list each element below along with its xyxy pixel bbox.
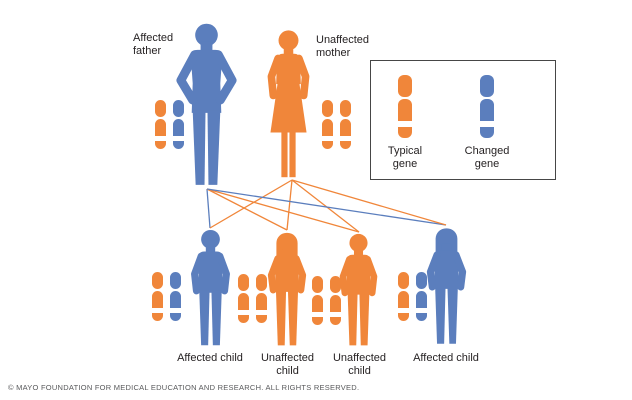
child-2-label: Unaffected child xyxy=(240,352,335,379)
legend-typical-label-line1: Typical xyxy=(387,145,423,157)
father-chromosome-changed-icon xyxy=(173,100,184,149)
mother-figure xyxy=(258,29,319,181)
mother-label-line1: Unaffected xyxy=(316,34,370,46)
child-2-label-line2: child xyxy=(276,365,299,378)
father-chromosome-pair xyxy=(155,100,184,149)
inheritance-line-mother-child-2 xyxy=(291,179,360,233)
legend-typical-label-line2: gene xyxy=(392,158,418,171)
child-1-label-line1: Affected child xyxy=(177,352,243,364)
child-2-chromosome-pair xyxy=(238,274,267,323)
legend-changed-chromosome xyxy=(480,75,494,138)
child-1-chromosome-changed-icon xyxy=(170,272,181,321)
legend-typical-label: Typical gene xyxy=(375,145,435,172)
child-2-chromosome-1-icon xyxy=(238,274,249,323)
father-chromosome-typical-icon xyxy=(155,100,166,149)
legend-changed-label: Changed gene xyxy=(457,145,517,172)
legend-changed-label-line2: gene xyxy=(474,158,500,171)
inheritance-line-mother-child-3 xyxy=(291,179,447,226)
woman-silhouette-icon xyxy=(258,29,319,181)
inheritance-line-father-child-2 xyxy=(206,188,360,233)
child-1-chromosome-pair xyxy=(152,272,181,321)
mother-chromosome-1-icon xyxy=(322,100,333,149)
child-1-chromosome-typical-icon xyxy=(152,272,163,321)
child-4-label: Affected child xyxy=(390,352,502,365)
child-3-label-line1: Unaffected xyxy=(332,352,386,364)
child-1-figure xyxy=(184,229,237,349)
mother-label: Unaffected mother xyxy=(316,34,369,61)
child-2-label-line1: Unaffected xyxy=(260,352,314,364)
girl-silhouette-icon xyxy=(420,226,473,348)
mother-chromosome-2-icon xyxy=(340,100,351,149)
legend-changed-label-line1: Changed xyxy=(464,145,510,157)
father-label-line1: Affected xyxy=(133,32,174,44)
father-label: Affected father xyxy=(133,32,173,59)
mother-label-line2: mother xyxy=(316,47,351,60)
child-4-chromosome-pair xyxy=(398,272,427,321)
child-4-chromosome-typical-icon xyxy=(398,272,409,321)
changed-gene-icon xyxy=(480,75,494,138)
child-2-chromosome-2-icon xyxy=(256,274,267,323)
child-2-figure xyxy=(261,231,313,349)
legend-box: Typical gene Changed gene xyxy=(370,60,556,180)
child-1-label: Affected child xyxy=(155,352,265,365)
child-3-chromosome-1-icon xyxy=(312,276,323,325)
boy-silhouette-icon xyxy=(184,229,237,349)
child-3-chromosome-pair xyxy=(312,276,341,325)
child-3-label: Unaffected child xyxy=(312,352,407,379)
father-label-line2: father xyxy=(133,45,162,58)
legend-typical-chromosome xyxy=(398,75,412,138)
child-3-label-line2: child xyxy=(348,365,371,378)
inheritance-line-father-child-0 xyxy=(206,188,211,229)
girl-silhouette-icon xyxy=(261,231,313,349)
child-4-figure xyxy=(420,226,473,348)
inheritance-line-mother-child-1 xyxy=(286,179,293,231)
copyright-notice: © MAYO FOUNDATION FOR MEDICAL EDUCATION … xyxy=(8,383,360,392)
inheritance-line-father-child-1 xyxy=(206,188,288,231)
child-4-label-line1: Affected child xyxy=(413,352,479,364)
child-3-chromosome-2-icon xyxy=(330,276,341,325)
inheritance-line-father-child-3 xyxy=(206,188,447,226)
typical-gene-icon xyxy=(398,75,412,138)
mother-chromosome-pair xyxy=(322,100,351,149)
child-4-chromosome-changed-icon xyxy=(416,272,427,321)
